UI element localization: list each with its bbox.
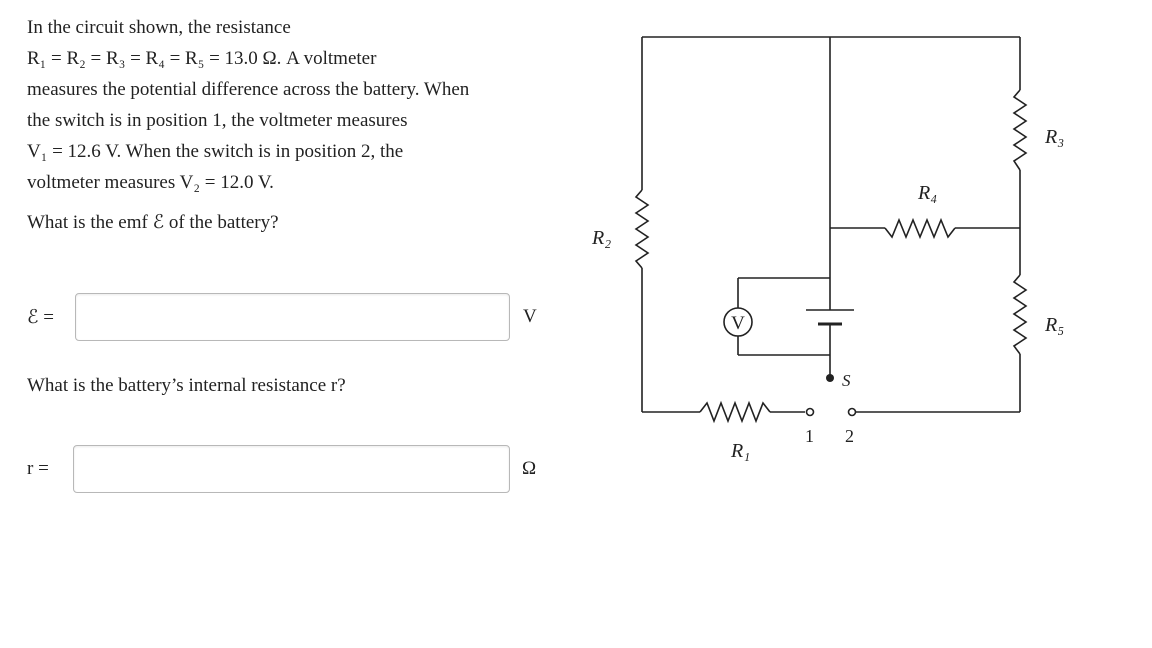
switch-contact-1 (805, 407, 815, 417)
switch-contact-2 (847, 407, 857, 417)
r4-label: R₄ (917, 182, 937, 204)
switch-label: S (842, 371, 851, 390)
voltmeter (723, 307, 753, 337)
resistor-r2 (634, 189, 650, 269)
emf-answer-row: ℰ = V (27, 293, 547, 345)
problem-line-2: R₁ = R₂ = R₃ = R₄ = R₅ = 13.0 Ω. A voltm… (27, 48, 377, 69)
r5-label: R₅ (1044, 314, 1064, 336)
emf-input[interactable] (75, 293, 510, 341)
resistance-input[interactable] (73, 445, 510, 493)
resistor-r5 (1012, 274, 1028, 355)
resistor-r4 (884, 217, 956, 240)
position-2-label: 2 (845, 426, 854, 446)
problem-line-1: In the circuit shown, the resistance (27, 17, 291, 38)
emf-unit: V (523, 306, 537, 327)
resistor-r3 (1012, 89, 1028, 171)
resistor-r1 (699, 400, 771, 424)
resistance-question: What is the battery’s internal resistanc… (27, 375, 346, 396)
emf-question: What is the emf ℰ of the battery? (27, 212, 279, 233)
r1-label: R₁ (730, 440, 750, 462)
problem-line-3: measures the potential difference across… (27, 79, 470, 100)
position-1-label: 1 (805, 426, 814, 446)
problem-line-4: the switch is in position 1, the voltmet… (27, 110, 408, 131)
r3-label: R₃ (1044, 126, 1064, 148)
r2-label: R₂ (591, 227, 611, 249)
problem-line-5: V₁ = 12.6 V. When the switch is in posit… (27, 141, 404, 162)
resistance-unit: Ω (522, 458, 537, 479)
resistance-answer-row: r = Ω (27, 445, 547, 497)
problem-statement: In the circuit shown, the resistance R₁ … (27, 12, 557, 198)
emf-label: ℰ = (27, 307, 54, 328)
problem-line-6: voltmeter measures V₂ = 12.0 V. (27, 172, 274, 193)
switch-pivot (826, 374, 834, 382)
voltmeter-label: V (731, 313, 745, 334)
resistance-label: r = (27, 458, 49, 479)
